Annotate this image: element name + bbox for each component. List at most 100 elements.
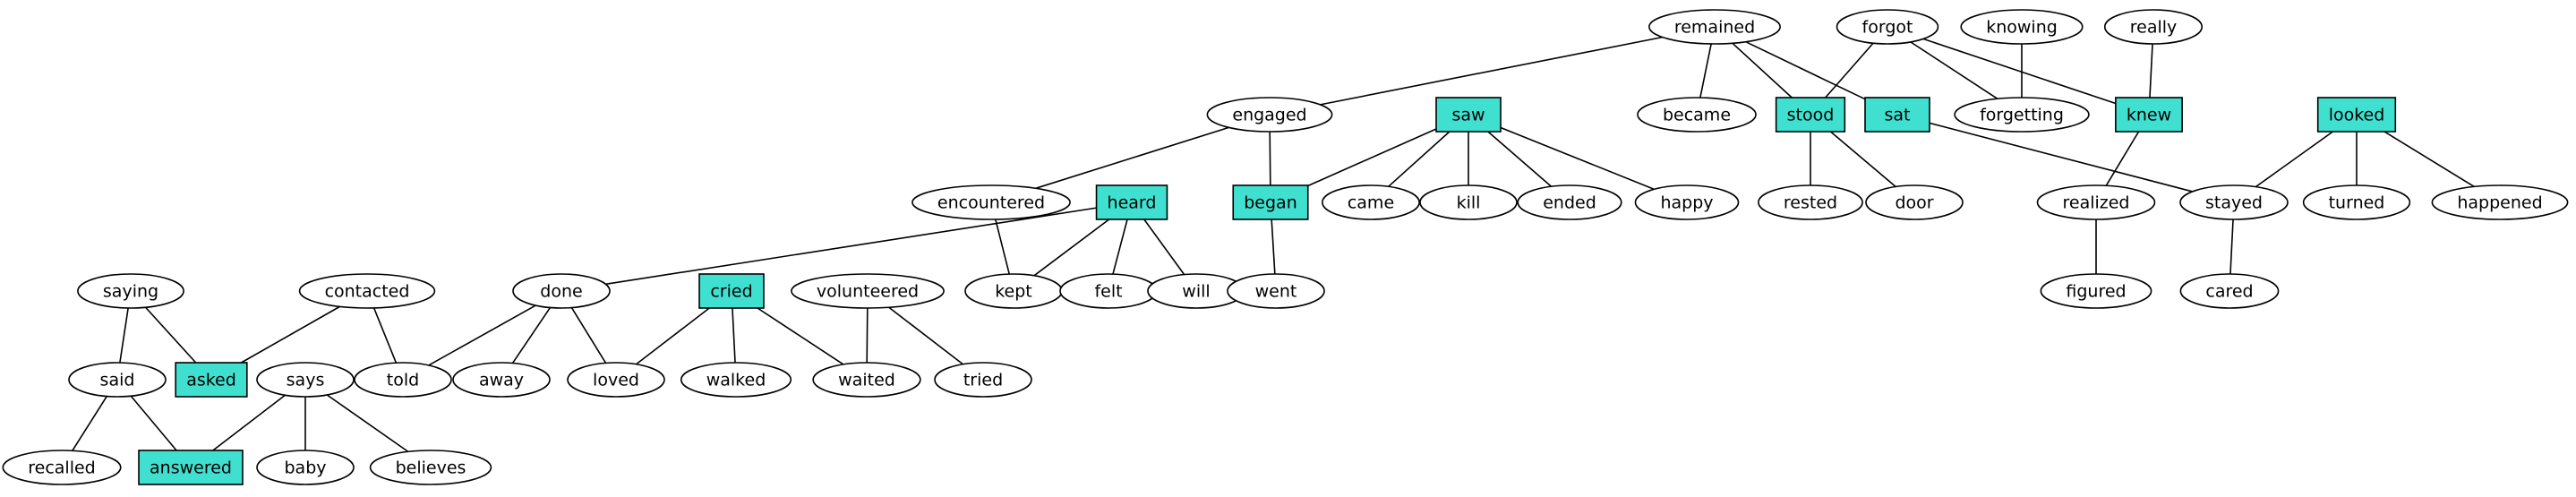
node-contacted: contacted <box>298 273 436 309</box>
edge-began-went <box>1271 219 1276 275</box>
edge-engaged-encountered <box>1035 126 1229 190</box>
node-label: believes <box>396 458 466 478</box>
node-ellipse <box>452 362 551 398</box>
node-label: sat <box>1885 106 1911 125</box>
node-ellipse <box>2040 273 2152 309</box>
node-rested: rested <box>1758 184 1863 220</box>
node-label: saying <box>103 282 158 302</box>
node-stood: stood <box>1775 97 1846 133</box>
node-became: became <box>1637 97 1757 133</box>
node-ellipse <box>934 362 1032 398</box>
node-asked: asked <box>175 362 248 398</box>
edge-heard-kept <box>1033 219 1110 277</box>
node-ellipse <box>2 450 122 485</box>
node-volunteered: volunteered <box>791 273 945 309</box>
node-label: looked <box>2329 106 2385 125</box>
node-will: will <box>1147 273 1245 309</box>
node-ellipse <box>1865 184 1964 220</box>
node-label: really <box>2130 18 2178 38</box>
node-said: said <box>68 362 167 398</box>
node-ellipse <box>1648 9 1781 45</box>
edge-heard-done <box>605 207 1097 286</box>
node-box <box>1095 184 1168 220</box>
edge-heard-felt <box>1112 219 1128 275</box>
node-box <box>175 362 248 398</box>
node-label: said <box>100 371 135 390</box>
node-ellipse <box>2103 9 2204 45</box>
node-label: tried <box>963 371 1003 390</box>
edge-really-knew <box>2149 43 2153 99</box>
node-box <box>1435 97 1502 133</box>
node-says: says <box>256 362 355 398</box>
node-ellipse <box>1954 97 2090 133</box>
node-knew: knew <box>2115 97 2183 133</box>
edge-says-believes <box>326 394 409 453</box>
node-label: stood <box>1787 106 1835 125</box>
edge-heard-will <box>1143 219 1185 276</box>
node-ellipse <box>567 362 665 398</box>
node-loved: loved <box>567 362 665 398</box>
node-label: ended <box>1543 193 1596 213</box>
node-label: turned <box>2329 193 2385 213</box>
node-came: came <box>1322 184 1420 220</box>
node-ellipse <box>256 450 355 485</box>
node-stayed: stayed <box>2179 184 2289 220</box>
node-happy: happy <box>1634 184 1740 220</box>
node-ellipse <box>1206 97 1333 133</box>
edge-cried-walked <box>732 307 736 364</box>
node-realized: realized <box>2036 184 2156 220</box>
node-ellipse <box>791 273 945 309</box>
node-waited: waited <box>812 362 921 398</box>
node-label: kill <box>1457 193 1481 213</box>
edge-says-answered <box>212 394 286 451</box>
node-label: asked <box>186 371 236 390</box>
node-label: knowing <box>1986 18 2058 38</box>
edge-done-away <box>511 307 552 364</box>
node-baby: baby <box>256 450 355 485</box>
edge-knew-realized <box>2105 131 2140 186</box>
node-label: cared <box>2205 282 2253 302</box>
node-label: heard <box>1108 193 1157 213</box>
edge-saw-began <box>1307 128 1437 187</box>
node-box <box>2115 97 2183 133</box>
node-saw: saw <box>1435 97 1502 133</box>
node-recalled: recalled <box>2 450 122 485</box>
node-believes: believes <box>369 450 492 485</box>
node-heard: heard <box>1095 184 1168 220</box>
node-label: walked <box>706 371 766 390</box>
node-label: stayed <box>2205 193 2263 213</box>
node-saying: saying <box>77 273 184 309</box>
node-told: told <box>354 362 452 398</box>
edge-saw-happy <box>1500 126 1655 191</box>
node-cared: cared <box>2179 273 2280 309</box>
edge-remained-became <box>1699 43 1712 99</box>
node-ellipse <box>512 273 611 309</box>
node-felt: felt <box>1059 273 1158 309</box>
edge-cried-waited <box>757 307 844 365</box>
edge-contacted-asked <box>240 305 340 364</box>
edge-remained-sat <box>1745 40 1866 100</box>
node-tried: tried <box>934 362 1032 398</box>
edge-saw-came <box>1388 131 1451 187</box>
node-label: went <box>1255 282 1297 302</box>
node-ellipse <box>68 362 167 398</box>
node-box <box>698 273 765 309</box>
node-ellipse <box>680 362 792 398</box>
node-really: really <box>2103 9 2204 45</box>
node-began: began <box>1232 184 1309 220</box>
edge-contacted-told <box>372 307 398 364</box>
node-ellipse <box>256 362 355 398</box>
graph-edges <box>72 36 2475 453</box>
edge-sat-stayed <box>1929 122 2193 193</box>
node-ellipse <box>2179 273 2280 309</box>
node-label: saw <box>1451 106 1485 125</box>
edge-looked-happened <box>2383 131 2475 188</box>
node-kill: kill <box>1419 184 1518 220</box>
node-ellipse <box>2431 184 2569 220</box>
edge-said-recalled <box>72 396 107 451</box>
edge-stood-door <box>1829 131 1896 188</box>
node-away: away <box>452 362 551 398</box>
node-label: rested <box>1784 193 1837 213</box>
node-label: knew <box>2127 106 2171 125</box>
